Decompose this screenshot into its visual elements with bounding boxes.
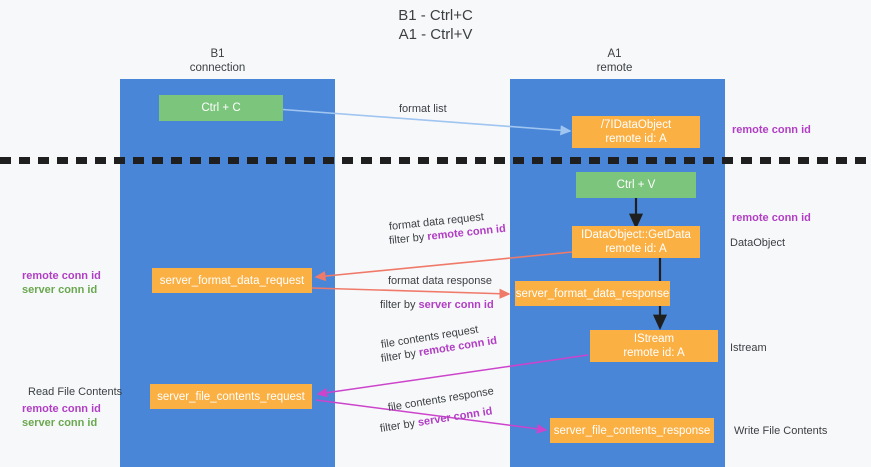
box-idataobject-getdata-line2: remote id: A (605, 242, 666, 256)
box-server-format-data-request[interactable]: server_format_data_request (152, 268, 312, 293)
box-istream[interactable]: IStream remote id: A (590, 330, 718, 362)
label-left-read-file-contents: Read File Contents (28, 385, 122, 399)
section-divider-dashed (0, 157, 871, 164)
lane-header-a1-name: A1 (607, 48, 621, 60)
box-server-file-contents-request-label: server_file_contents_request (157, 390, 305, 404)
box-ctrl-c-label: Ctrl + C (201, 101, 240, 115)
box-server-format-data-request-label: server_format_data_request (160, 274, 304, 288)
label-left-server-conn-id: server conn id (22, 283, 101, 297)
label-right-remote-conn-id-mid: remote conn id (732, 211, 811, 225)
box-server-file-contents-request[interactable]: server_file_contents_request (150, 384, 312, 409)
box-idataobject-remote-line1: ⃻/7IDataObject (601, 118, 671, 132)
box-idataobject-getdata-line1: IDataObject::GetData (581, 228, 691, 242)
lane-header-b1: B1 connection (155, 47, 280, 75)
label-file-contents-response-filter-key: server conn id (417, 405, 493, 429)
box-idataobject-remote-line2: remote id: A (605, 132, 666, 146)
label-format-data-response: format data response (388, 274, 492, 288)
lane-header-a1: A1 remote (552, 47, 677, 75)
lane-header-a1-subtitle: remote (552, 61, 677, 75)
page-title: B1 - Ctrl+C A1 - Ctrl+V (0, 6, 871, 44)
box-istream-line1: IStream (634, 332, 674, 346)
label-right-istream: Istream (730, 341, 767, 355)
lane-header-b1-name: B1 (210, 48, 224, 60)
box-ctrl-v-label: Ctrl + V (617, 178, 656, 192)
label-format-data-response-filter-key: server conn id (419, 299, 494, 311)
box-istream-line2: remote id: A (623, 346, 684, 360)
label-format-data-response-filter-prefix: filter by (380, 299, 419, 311)
label-right-write-file-contents: Write File Contents (734, 424, 827, 438)
title-line-2: A1 - Ctrl+V (399, 26, 473, 43)
box-server-format-data-response[interactable]: server_format_data_response (515, 281, 670, 306)
box-server-file-contents-response-label: server_file_contents_response (554, 424, 711, 438)
arrow-format-data-response (312, 288, 509, 294)
label-left-server-conn-id-2: server conn id (22, 416, 101, 430)
box-idataobject-remote[interactable]: ⃻/7IDataObject remote id: A (572, 116, 700, 148)
label-left-conn-id-group-2: remote conn id server conn id (22, 402, 101, 430)
box-ctrl-v[interactable]: Ctrl + V (576, 172, 696, 198)
box-server-format-data-response-label: server_format_data_response (516, 287, 669, 301)
label-file-contents-response-filter-prefix: filter by (379, 417, 419, 435)
label-format-data-request-filter-prefix: filter by (388, 231, 428, 247)
lane-header-b1-subtitle: connection (155, 61, 280, 75)
label-format-list: format list (399, 102, 447, 116)
label-left-remote-conn-id-2: remote conn id (22, 402, 101, 416)
box-idataobject-getdata[interactable]: IDataObject::GetData remote id: A (572, 226, 700, 258)
label-right-dataobject: DataObject (730, 236, 785, 250)
box-server-file-contents-response[interactable]: server_file_contents_response (550, 418, 714, 443)
label-left-remote-conn-id: remote conn id (22, 269, 101, 283)
label-right-remote-conn-id-top: remote conn id (732, 123, 811, 137)
label-format-data-response-filter: filter by server conn id (380, 298, 494, 312)
label-left-conn-id-group-1: remote conn id server conn id (22, 269, 101, 297)
box-ctrl-c[interactable]: Ctrl + C (159, 95, 283, 121)
title-line-1: B1 - Ctrl+C (398, 7, 473, 24)
